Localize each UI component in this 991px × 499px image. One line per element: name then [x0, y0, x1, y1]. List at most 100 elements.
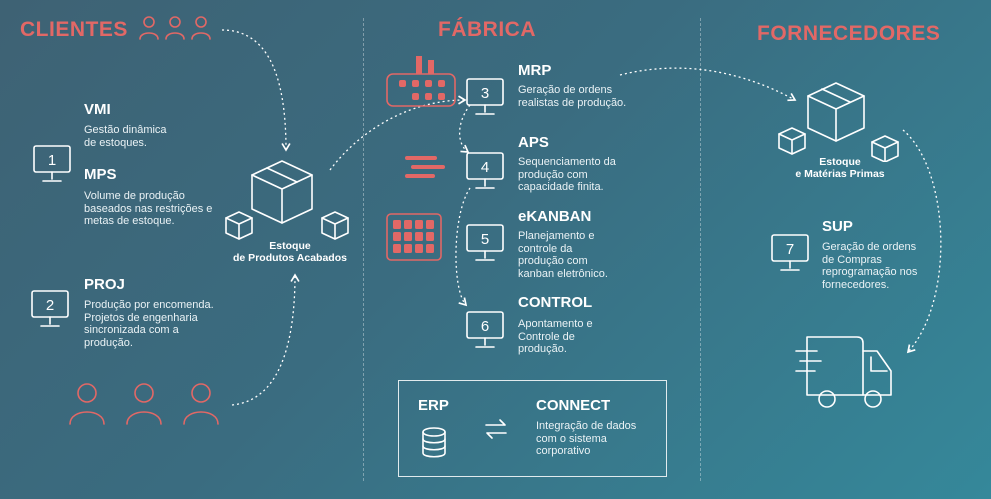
aps-label: APS	[518, 134, 549, 151]
aps-desc-line: produção com	[518, 168, 588, 181]
control-desc-line: produção.	[518, 343, 567, 355]
delivery-truck-icon	[795, 336, 892, 408]
kanban-card	[415, 244, 423, 253]
caption-line: Estoque	[819, 156, 861, 168]
ekanban-number: 5	[481, 231, 489, 248]
kanban-card	[393, 220, 401, 229]
mps-number: 1	[48, 152, 56, 169]
kanban-card	[404, 244, 412, 253]
sup-desc-line: de Compras	[822, 253, 882, 266]
mps-desc: Volume de produção baseados nas restriçõ…	[84, 190, 212, 228]
kanban-card	[393, 232, 401, 241]
proj-desc: Produção por encomenda. Projetos de enge…	[84, 299, 214, 349]
vmi-desc: Gestão dinâmica de estoques.	[84, 124, 167, 149]
mrp-desc-line: Geração de ordens	[518, 84, 613, 96]
arrow-fornecedores-to-truck	[902, 129, 942, 354]
connect-desc-line: Integração de dados	[536, 420, 637, 432]
monitor-icon: 2	[31, 290, 69, 327]
sup-desc: Geração de ordens de Compras reprogramaç…	[822, 241, 917, 291]
aps-desc-line: capacidade finita.	[518, 181, 604, 193]
connect-label: CONNECT	[536, 397, 611, 414]
section-title-clientes: CLIENTES	[20, 18, 128, 41]
ekanban-desc: Planejamento e controle da produção com …	[518, 230, 608, 280]
ekanban-desc-line: controle da	[518, 242, 573, 255]
proj-number: 2	[46, 297, 54, 314]
caption-line: de Produtos Acabados	[233, 252, 347, 264]
proj-desc-line: Projetos de engenharia	[84, 311, 198, 324]
kanban-card	[415, 220, 423, 229]
mrp-number: 3	[481, 85, 489, 102]
section-title-fabrica: FÁBRICA	[438, 18, 536, 41]
control-desc: Apontamento e Controle de produção.	[518, 318, 593, 356]
sequence-icon	[405, 156, 445, 178]
vmi-label: VMI	[84, 101, 111, 118]
mps-desc-line: baseados nas restrições e	[84, 202, 213, 215]
sup-desc-line: Geração de ordens	[822, 241, 917, 253]
connect-desc-line: com o sistema	[536, 432, 607, 445]
ekanban-desc-line: Planejamento e	[518, 230, 595, 242]
arrow-clientes-to-stock	[221, 29, 291, 152]
raw-material-stock-caption: Estoque e Matérias Primas	[770, 156, 910, 180]
kanban-card	[426, 220, 434, 229]
ekanban-desc-line: kanban eletrônico.	[518, 267, 608, 280]
kanban-grid-icon	[386, 213, 442, 261]
kanban-card	[404, 232, 412, 241]
mps-desc-line: metas de estoque.	[84, 215, 175, 227]
vmi-desc-line: Gestão dinâmica	[84, 124, 167, 136]
kanban-card	[404, 220, 412, 229]
aps-number: 4	[481, 159, 489, 176]
finished-stock-caption: Estoque de Produtos Acabados	[220, 240, 360, 264]
vmi-desc-line: de estoques.	[84, 136, 147, 149]
proj-desc-line: produção.	[84, 336, 133, 349]
monitor-icon: 3	[466, 78, 504, 115]
mrp-desc: Geração de ordens realistas de produção.	[518, 84, 626, 109]
arrow-mrp-to-fornecedores	[619, 67, 797, 102]
monitor-icon: 7	[771, 234, 809, 271]
divider-right	[700, 18, 701, 481]
kanban-card	[393, 244, 401, 253]
kanban-card	[426, 232, 434, 241]
sup-number: 7	[786, 241, 794, 258]
mrp-label: MRP	[518, 62, 552, 79]
exchange-arrows-icon	[485, 419, 507, 439]
aps-desc: Sequenciamento da produção com capacidad…	[518, 156, 616, 194]
control-label: CONTROL	[518, 294, 593, 311]
arrow-mrp-to-aps	[458, 104, 471, 153]
section-title-fornecedores: FORNECEDORES	[757, 22, 941, 45]
control-number: 6	[481, 318, 489, 335]
control-desc-line: Apontamento e	[518, 318, 593, 330]
database-icon	[422, 427, 446, 458]
monitor-icon: 4	[466, 152, 504, 189]
proj-label: PROJ	[84, 276, 125, 293]
sup-label: SUP	[822, 218, 853, 235]
mps-label: MPS	[84, 166, 117, 183]
people-icon	[139, 16, 211, 40]
sup-desc-line: reprogramação nos	[822, 266, 918, 278]
kanban-card	[426, 244, 434, 253]
control-desc-line: Controle de	[518, 330, 575, 343]
proj-desc-line: Produção por encomenda.	[84, 299, 214, 311]
caption-line: e Matérias Primas	[795, 168, 885, 180]
arrow-clientes-to-stock-bottom	[231, 273, 300, 406]
connect-desc-line: corporativo	[536, 445, 591, 457]
ekanban-label: eKANBAN	[518, 208, 592, 225]
erp-connect-box	[398, 380, 667, 477]
box-icon	[778, 82, 899, 162]
connect-desc: Integração de dados com o sistema corpor…	[536, 420, 636, 458]
monitor-icon: 1	[33, 145, 71, 182]
divider-left	[363, 18, 364, 481]
erp-label: ERP	[418, 397, 449, 414]
mps-desc-line: Volume de produção	[84, 190, 185, 202]
monitor-icon: 6	[466, 311, 504, 348]
monitor-icon: 5	[466, 224, 504, 261]
ekanban-desc-line: produção com	[518, 255, 588, 267]
box-icon	[225, 160, 349, 240]
arrow-aps-to-control	[455, 187, 471, 307]
aps-desc-line: Sequenciamento da	[518, 156, 616, 168]
people-icon	[69, 383, 219, 425]
caption-line: Estoque	[269, 240, 311, 252]
kanban-card	[415, 232, 423, 241]
mrp-desc-line: realistas de produção.	[518, 96, 627, 109]
